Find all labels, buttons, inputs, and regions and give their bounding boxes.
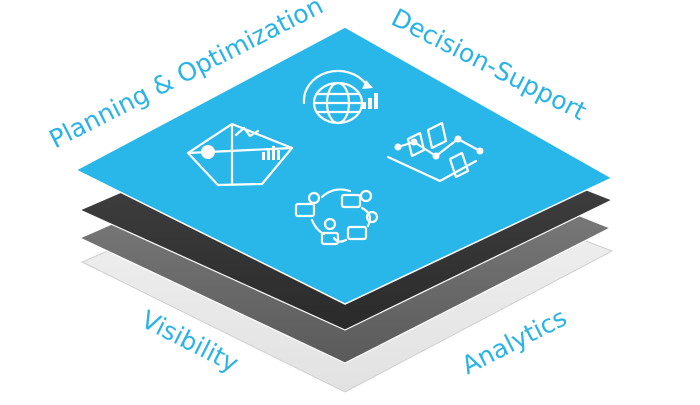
globe-analytics-icon [302,69,378,125]
process-flow-icon [294,188,379,246]
line-bar-chart-icon [386,121,484,183]
layer-top-blue [74,26,614,305]
dashboard-icon [186,122,294,187]
